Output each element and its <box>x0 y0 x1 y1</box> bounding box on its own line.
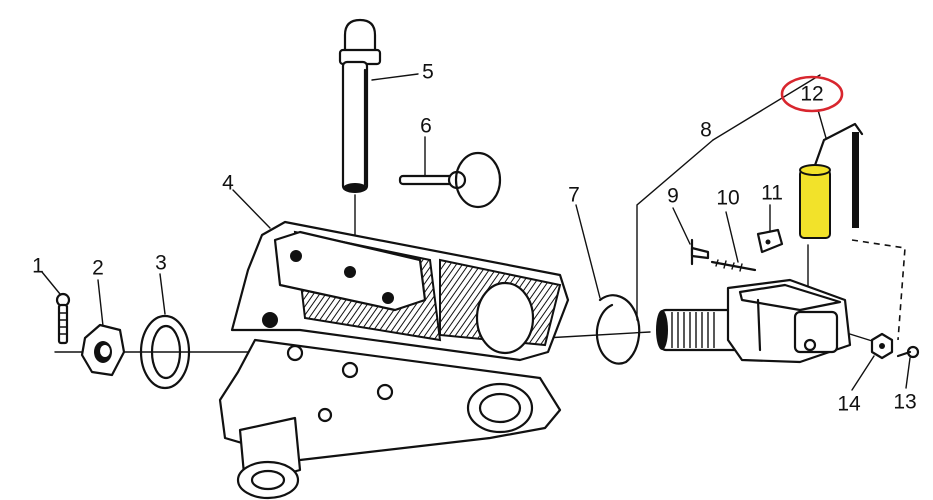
part-12-highlighted-pin <box>799 122 864 239</box>
callout-9: 9 <box>667 184 679 208</box>
callout-2: 2 <box>92 256 104 280</box>
part-13-bolt <box>896 345 920 359</box>
callout-4: 4 <box>222 171 234 195</box>
part-2-hex-nut <box>80 323 126 377</box>
part-9-screw <box>690 238 710 266</box>
callout-1: 1 <box>32 254 44 278</box>
callout-5: 5 <box>422 60 434 84</box>
callout-12: 12 <box>800 82 824 106</box>
callout-11: 11 <box>761 181 783 205</box>
part-4-main-bracket <box>218 220 570 500</box>
callout-13: 13 <box>893 390 917 414</box>
part-8-clevis <box>656 278 852 364</box>
callout-10: 10 <box>716 186 740 210</box>
callout-14: 14 <box>837 392 861 416</box>
part-5-long-pin <box>338 18 382 193</box>
part-3-washer <box>139 314 191 390</box>
callout-3: 3 <box>155 251 167 275</box>
part-12-highlight-circle <box>780 75 844 113</box>
callout-8: 8 <box>700 118 712 142</box>
callout-6: 6 <box>420 114 432 138</box>
part-1-bolt <box>55 292 71 345</box>
part-14-nut <box>870 332 894 360</box>
part-11-block <box>756 228 784 254</box>
part-6-ring-pin <box>398 151 502 209</box>
callout-7: 7 <box>568 183 580 207</box>
part-7-snap-ring <box>595 294 641 365</box>
leader-lines <box>41 73 911 391</box>
part-10-threaded-rod <box>710 259 757 272</box>
